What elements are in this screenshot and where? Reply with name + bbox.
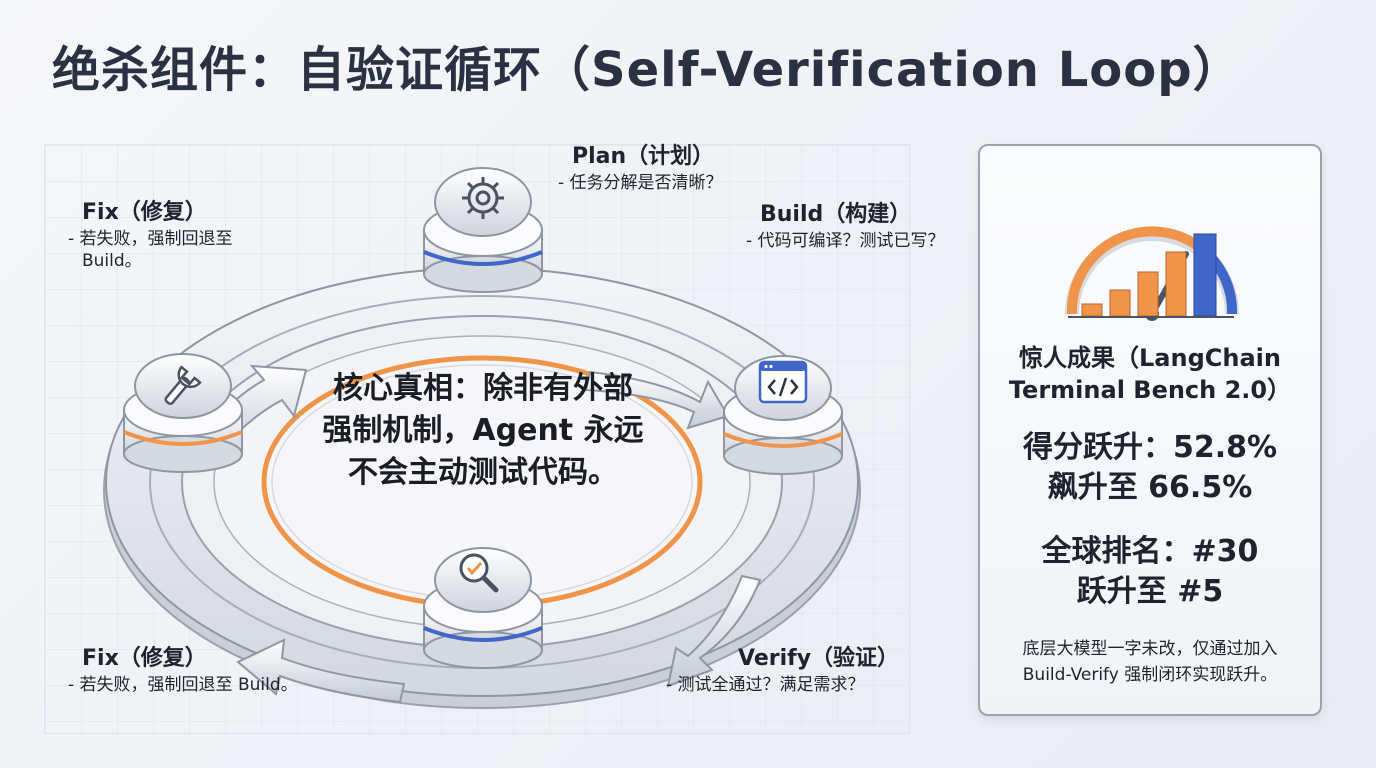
gear-icon (462, 177, 504, 219)
results-title: 惊人成果（LangChain Terminal Bench 2.0） (980, 342, 1320, 406)
core-truth-line2: 强制机制，Agent 永远 (322, 413, 644, 448)
loop-ring (103, 167, 861, 709)
fix-top-heading: Fix（修复） (82, 200, 207, 225)
core-truth-line1: 核心真相：除非有外部 (333, 371, 633, 406)
plan-label: Plan（计划） - 任务分解是否清晰？ (558, 138, 723, 194)
rank-line1: 全球排名：#30 (1041, 534, 1259, 569)
rank-line2: 跃升至 #5 (1076, 574, 1224, 609)
results-title-line2: Terminal Bench 2.0） (1008, 376, 1292, 404)
build-label: Build（构建） - 代码可编译？测试已写？ (746, 196, 945, 252)
results-panel: 惊人成果（LangChain Terminal Bench 2.0） 得分跃升：… (978, 144, 1322, 716)
arrow-verify-to-fix (236, 638, 406, 704)
plan-pod (423, 167, 543, 293)
fix-bottom-heading: Fix（修复） (82, 646, 207, 671)
rank-result: 全球排名：#30 跃升至 #5 (980, 532, 1320, 612)
magnifier-check-icon (459, 553, 499, 593)
footnote-line1: 底层大模型一字未改，仅通过加入 (1022, 639, 1278, 659)
plan-heading: Plan（计划） (572, 144, 715, 169)
results-title-line1: 惊人成果（LangChain (1019, 344, 1281, 372)
fix-bottom-label: Fix（修复） - 若失败，强制回退至 Build。 (68, 640, 298, 696)
fix-bottom-description: - 若失败，强制回退至 Build。 (68, 675, 298, 695)
arrow-plan-to-build (584, 370, 730, 430)
fix-top-label: Fix（修复） - 若失败，强制回退至 Build。 (68, 194, 233, 272)
verify-pod (423, 547, 543, 669)
loop-diagram: Plan（计划） - 任务分解是否清晰？ Build（构建） - 代码可编译？测… (0, 110, 960, 768)
score-result: 得分跃升：52.8% 飙升至 66.5% (980, 428, 1320, 508)
core-truth-line3: 不会主动测试代码。 (348, 455, 618, 490)
core-truth: 核心真相：除非有外部 强制机制，Agent 永远 不会主动测试代码。 (318, 368, 648, 494)
fix-top-description-line2: Build。 (82, 251, 142, 271)
wrench-icon (164, 365, 202, 405)
footnote-line2: Build-Verify 强制闭环实现跃升。 (1022, 665, 1278, 685)
score-line2: 飙升至 66.5% (1047, 470, 1253, 505)
page-title: 绝杀组件：自验证循环（Self-Verification Loop） (52, 42, 1242, 98)
verify-heading: Verify（验证） (738, 646, 900, 671)
plan-description: - 任务分解是否清晰？ (558, 173, 723, 193)
results-footnote: 底层大模型一字未改，仅通过加入 Build-Verify 强制闭环实现跃升。 (980, 636, 1320, 688)
build-heading: Build（构建） (760, 202, 912, 227)
fix-top-description-line1: - 若失败，强制回退至 (68, 229, 233, 249)
score-line1: 得分跃升：52.8% (1022, 430, 1278, 465)
arrow-build-to-verify (666, 574, 762, 688)
verify-description: - 测试全通过？满足需求？ (666, 675, 865, 695)
verify-label: Verify（验证） - 测试全通过？满足需求？ (666, 640, 900, 696)
gauge-bar-chart-icon (1065, 226, 1239, 321)
build-description: - 代码可编译？测试已写？ (746, 231, 945, 251)
code-window-icon (758, 360, 808, 404)
